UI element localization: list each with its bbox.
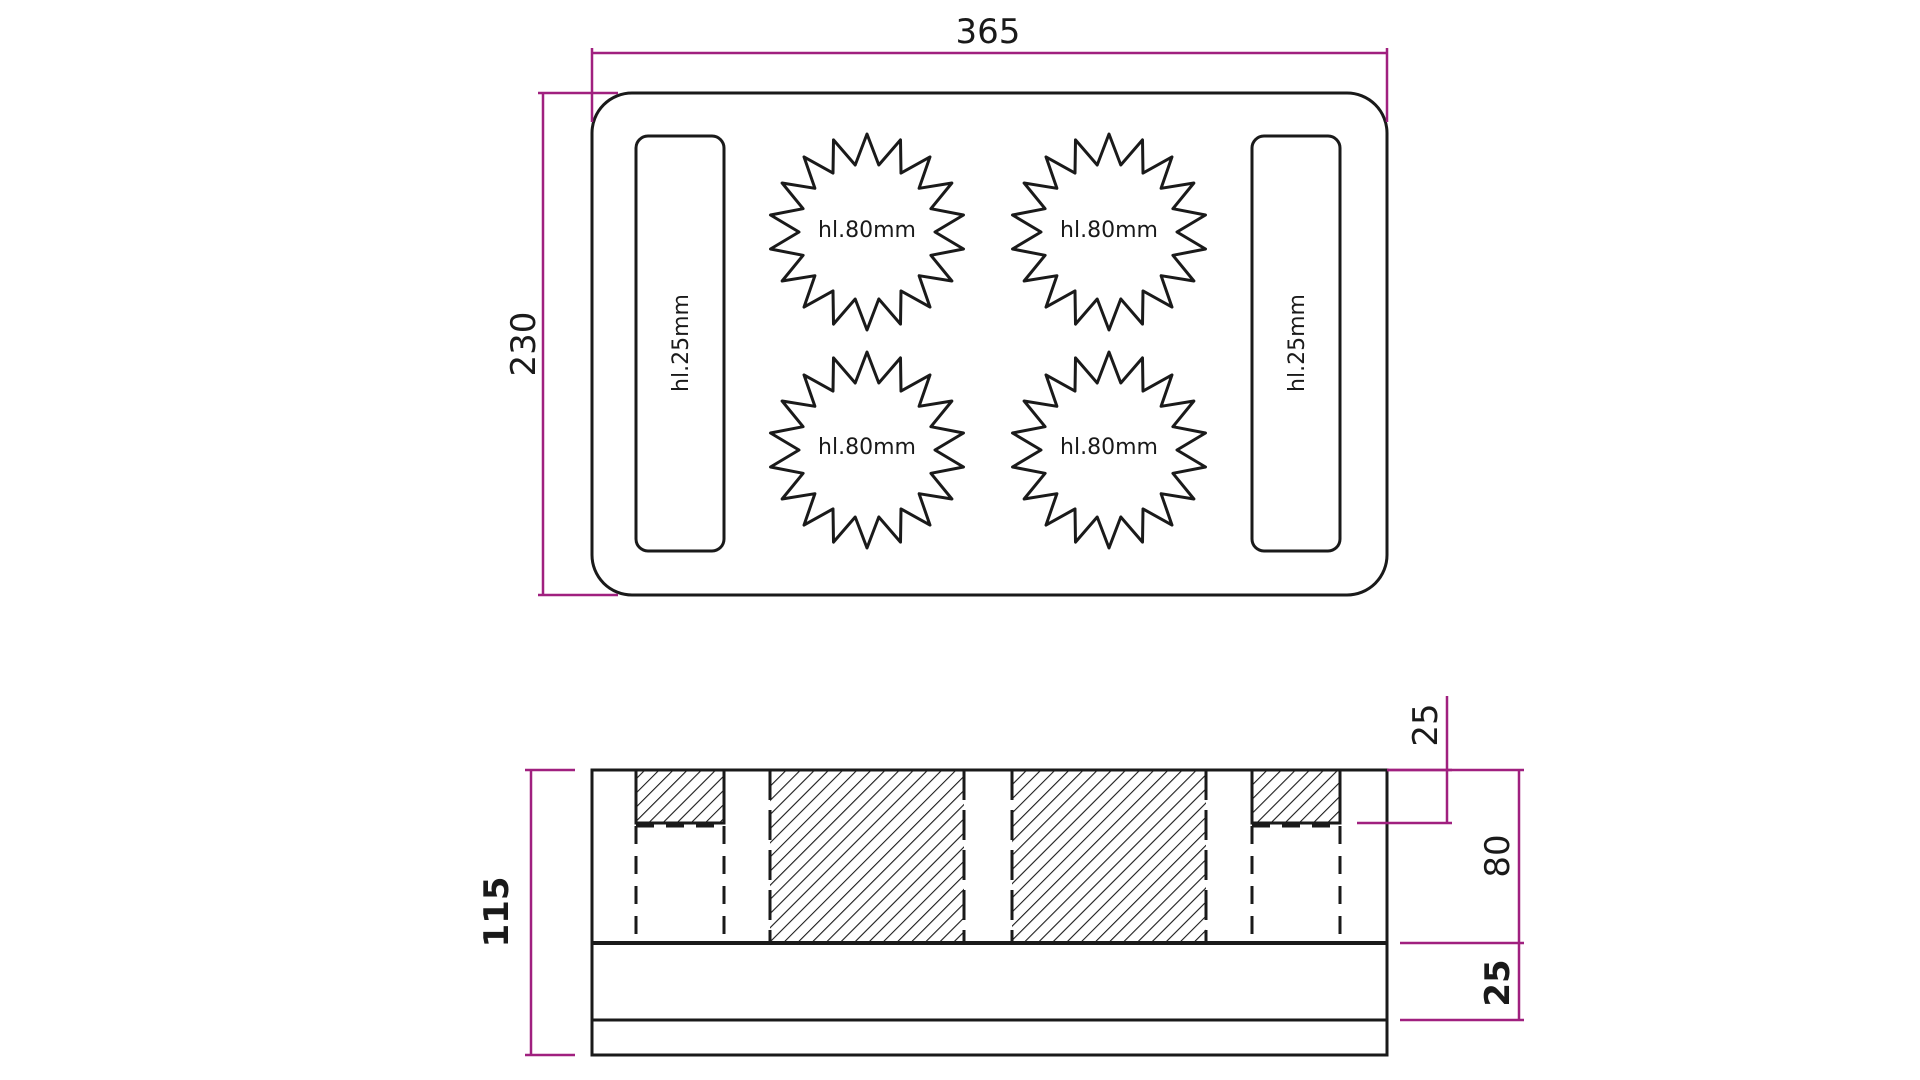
total-height-dimension [525, 768, 575, 1057]
cup-outline-3 [769, 350, 965, 550]
left-slot [634, 134, 726, 553]
right-slot [1250, 134, 1342, 553]
cup-outline-4 [1011, 350, 1207, 550]
right-slot-label: hl.25mm [1285, 294, 1310, 392]
base-dimension [1400, 943, 1524, 1022]
cup-outline-2 [1011, 132, 1207, 332]
side-view: 115 25 80 25 [477, 696, 1524, 1057]
cup-section-right [1010, 770, 1208, 943]
body-outline [590, 768, 1389, 1057]
left-slot-label: hl.25mm [669, 294, 694, 392]
tray-outline [590, 91, 1389, 597]
left-slot-section [634, 770, 726, 943]
cup-label-4: hl.80mm [1060, 435, 1158, 460]
width-dimension-label: 365 [956, 12, 1021, 52]
top-view: hl.25mm hl.25mm hl.80mm hl.80mm hl.80mm … [504, 12, 1389, 597]
cup-label-2: hl.80mm [1060, 218, 1158, 243]
cup-group [769, 132, 1207, 550]
cup-depth-label: 80 [1478, 834, 1518, 877]
base-dimension-label: 25 [1478, 959, 1518, 1006]
cup-label-3: hl.80mm [818, 435, 916, 460]
total-height-label: 115 [477, 877, 517, 948]
width-dimension [590, 48, 1389, 122]
cup-depth-dimension [1387, 768, 1524, 945]
cup-outline-1 [769, 132, 965, 332]
cup-section-left [768, 770, 966, 943]
height-dimension-label: 230 [504, 312, 544, 377]
cup-label-1: hl.80mm [818, 218, 916, 243]
height-dimension [538, 91, 618, 597]
slot-depth-label: 25 [1406, 703, 1446, 746]
right-slot-section [1250, 770, 1342, 943]
